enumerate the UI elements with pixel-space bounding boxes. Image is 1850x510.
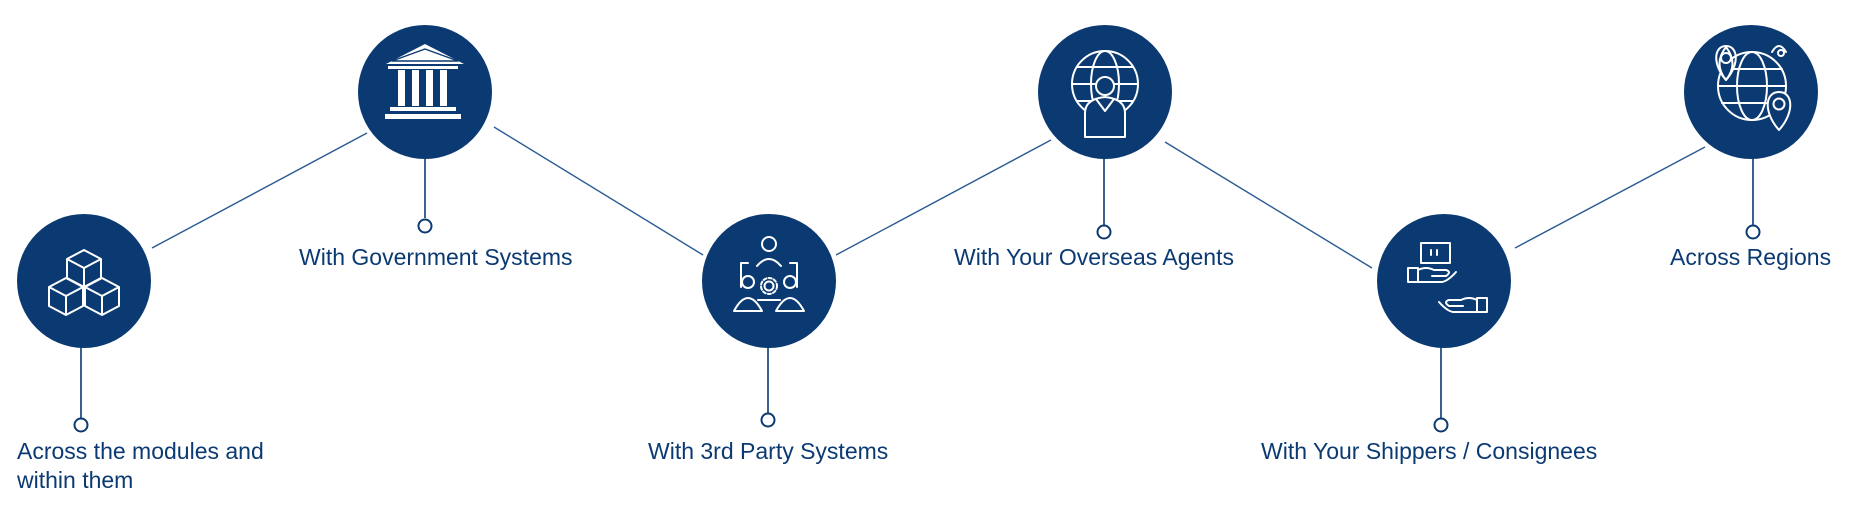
node-4 [1038, 25, 1172, 159]
connector-5-6 [1514, 146, 1706, 249]
stem-dot-4 [1096, 224, 1112, 240]
node-2 [358, 25, 492, 159]
team-network-icon [733, 236, 805, 312]
connector-3-4 [835, 139, 1052, 256]
node-circle-6 [1684, 25, 1818, 159]
stem-dot-6 [1745, 224, 1761, 240]
package-handover-icon [1407, 242, 1488, 313]
globe-person-icon [1071, 50, 1139, 138]
stem-dot-1 [73, 417, 89, 433]
node-circle-2 [358, 25, 492, 159]
node-label-5: With Your Shippers / Consignees [1261, 438, 1598, 464]
node-label-4: With Your Overseas Agents [954, 244, 1234, 270]
connector-2-3 [493, 126, 704, 256]
stem-dot-2 [417, 218, 433, 234]
node-label-3: With 3rd Party Systems [648, 438, 889, 464]
node-label-6: Across Regions [1670, 244, 1832, 270]
node-1 [17, 214, 151, 348]
stem-dot-5 [1433, 417, 1449, 433]
connector-1-2 [151, 132, 368, 249]
node-6 [1684, 25, 1818, 159]
globe-pins-icon [1715, 45, 1792, 131]
node-label-1: Across the modules and within them [17, 438, 264, 493]
stem-dot-3 [760, 412, 776, 428]
government-building-icon [385, 44, 464, 119]
node-3 [702, 214, 836, 348]
node-5 [1377, 214, 1511, 348]
cubes-icon [48, 249, 120, 316]
connector-4-5 [1164, 141, 1373, 269]
node-label-2: With Government Systems [299, 244, 573, 270]
